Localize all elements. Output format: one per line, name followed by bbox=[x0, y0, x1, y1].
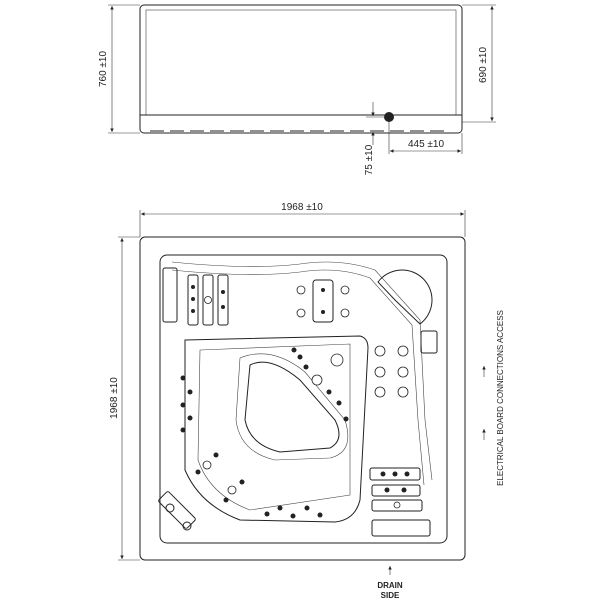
dim-drain-height: 75 ±10 bbox=[364, 144, 375, 175]
jet bbox=[191, 309, 195, 313]
dim-depth: 1968 ±10 bbox=[109, 377, 120, 419]
jet bbox=[392, 471, 398, 477]
jet bbox=[296, 308, 306, 318]
jet bbox=[297, 354, 303, 360]
drain-side-label-1: DRAIN bbox=[377, 581, 403, 590]
jet bbox=[311, 374, 323, 386]
skimmer bbox=[420, 330, 438, 354]
jet bbox=[397, 345, 409, 357]
jet bbox=[401, 487, 407, 493]
jet bbox=[304, 505, 310, 511]
jet bbox=[187, 415, 193, 421]
jet bbox=[239, 479, 245, 485]
jet bbox=[374, 345, 386, 357]
control-knob bbox=[182, 521, 192, 531]
side-panel bbox=[145, 9, 457, 116]
jet bbox=[343, 416, 349, 422]
side-outline bbox=[139, 4, 463, 134]
lounger-seat bbox=[184, 335, 369, 523]
jet-panel bbox=[202, 274, 214, 326]
jet-panel bbox=[217, 274, 229, 326]
jet bbox=[221, 305, 225, 309]
control-knob bbox=[165, 503, 175, 513]
cool-down-seat bbox=[377, 269, 433, 325]
jet bbox=[187, 389, 193, 395]
jet bbox=[340, 285, 350, 295]
jet-panel bbox=[312, 279, 334, 323]
jet bbox=[180, 375, 186, 381]
jet-panel bbox=[371, 499, 423, 512]
jet bbox=[303, 364, 309, 370]
dim-height-total: 760 ±10 bbox=[98, 51, 109, 88]
jet bbox=[326, 389, 332, 395]
jet-panel bbox=[369, 467, 421, 481]
jet bbox=[393, 501, 401, 509]
headrest-pillow-bottom bbox=[371, 519, 431, 537]
jet bbox=[291, 347, 297, 353]
headrest-pillow-left bbox=[162, 267, 178, 323]
cabinet-outline bbox=[139, 236, 466, 561]
jet bbox=[191, 285, 195, 289]
dim-height-cabinet: 690 ±10 bbox=[478, 47, 489, 84]
jet bbox=[321, 310, 325, 314]
jet-panel bbox=[187, 274, 199, 326]
jet bbox=[202, 460, 212, 470]
jet bbox=[380, 471, 386, 477]
jet bbox=[317, 512, 323, 518]
jet bbox=[227, 485, 237, 495]
jet bbox=[321, 288, 325, 292]
plan-view: 1968 ±10 1968 ±10 bbox=[109, 202, 505, 600]
jet bbox=[213, 452, 219, 458]
jet-panel bbox=[371, 484, 421, 497]
side-view: 760 ±10 690 ±10 445 ±10 75 ±10 bbox=[98, 4, 496, 175]
jet bbox=[404, 471, 410, 477]
jet bbox=[180, 402, 186, 408]
jet bbox=[204, 296, 212, 304]
jet bbox=[180, 427, 186, 433]
drain-valve-icon bbox=[384, 112, 394, 122]
jet bbox=[264, 511, 270, 517]
jet bbox=[277, 505, 283, 511]
headrest-pillow-diagonal bbox=[158, 491, 196, 529]
dim-drain-offset: 445 ±10 bbox=[408, 139, 445, 150]
rim-channel bbox=[171, 261, 433, 481]
jet bbox=[290, 513, 296, 519]
shell-rim bbox=[159, 254, 448, 544]
jet bbox=[397, 386, 409, 398]
jet bbox=[195, 469, 201, 475]
jet bbox=[397, 366, 409, 378]
jet bbox=[374, 386, 386, 398]
dim-width: 1968 ±10 bbox=[281, 202, 323, 213]
jet bbox=[330, 353, 344, 367]
electrical-access-note: ELECTRICAL BOARD CONNECTIONS ACCESS bbox=[496, 310, 505, 486]
jet bbox=[221, 290, 225, 294]
jet bbox=[296, 285, 306, 295]
drain-side-label-2: SIDE bbox=[381, 591, 400, 600]
jet bbox=[191, 297, 195, 301]
footwell bbox=[244, 361, 340, 453]
jet bbox=[223, 497, 229, 503]
jet bbox=[374, 366, 386, 378]
jet bbox=[340, 308, 350, 318]
jet bbox=[336, 400, 342, 406]
jet bbox=[384, 487, 390, 493]
jets bbox=[180, 285, 410, 519]
